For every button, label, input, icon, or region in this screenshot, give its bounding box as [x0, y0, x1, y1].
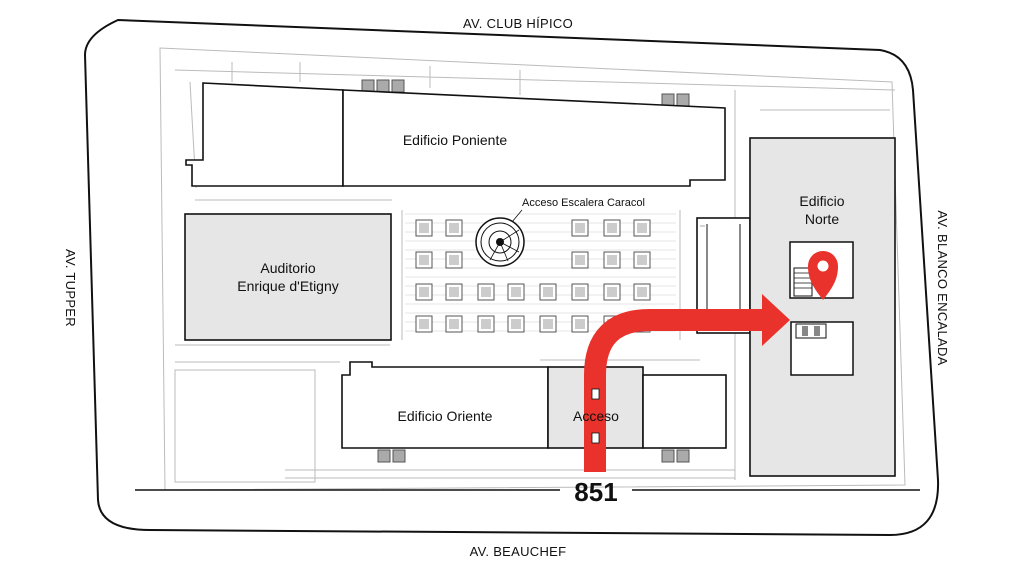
rooftop-units	[361, 79, 690, 463]
courtyard-tile-inner	[419, 287, 429, 297]
courtyard-tile-inner	[449, 223, 459, 233]
courtyard-tile-inner	[607, 287, 617, 297]
courtyard-tile-inner	[575, 255, 585, 265]
courtyard-tile-inner	[637, 255, 647, 265]
label-auditorio-line1: Auditorio	[260, 260, 315, 276]
spiral-staircase-icon	[475, 217, 525, 267]
label-acceso: Acceso	[573, 408, 619, 424]
street-west: AV. TUPPER	[63, 249, 78, 327]
route-arrow-icon	[584, 294, 790, 472]
courtyard-tile-inner	[449, 255, 459, 265]
label-edificio-norte-line2: Norte	[805, 211, 839, 227]
campus-perimeter	[159, 47, 906, 491]
label-edificio-poniente: Edificio Poniente	[403, 132, 508, 148]
courtyard-tile-inner	[481, 319, 491, 329]
label-edificio-norte-line1: Edificio	[799, 193, 844, 209]
courtyard-tile-inner	[575, 223, 585, 233]
courtyard-tile-inner	[511, 319, 521, 329]
courtyard-tile-inner	[543, 319, 553, 329]
location-pin-icon[interactable]	[808, 251, 838, 300]
courtyard-tile-inner	[449, 287, 459, 297]
street-north: AV. CLUB HÍPICO	[463, 16, 573, 31]
label-escalera-caracol: Acceso Escalera Caracol	[522, 197, 645, 209]
edificio-poniente[interactable]	[185, 82, 726, 187]
courtyard-tile-inner	[607, 223, 617, 233]
courtyard-tile-inner	[419, 319, 429, 329]
street-number: 851	[574, 477, 617, 507]
courtyard-tile-inner	[637, 223, 647, 233]
courtyard-tile-inner	[449, 319, 459, 329]
courtyard-tile-inner	[575, 319, 585, 329]
label-auditorio-line2: Enrique d'Etigny	[237, 278, 339, 294]
courtyard-tile-inner	[511, 287, 521, 297]
courtyard-tile-inner	[419, 223, 429, 233]
edificio-oriente-east[interactable]	[642, 374, 727, 449]
label-edificio-oriente: Edificio Oriente	[398, 408, 493, 424]
interior-lines	[174, 62, 896, 483]
street-east: AV. BLANCO ENCALADA	[935, 210, 950, 365]
courtyard-tile-inner	[637, 287, 647, 297]
street-south: AV. BEAUCHEF	[470, 544, 567, 559]
courtyard-tile-inner	[607, 255, 617, 265]
courtyard-tile-inner	[575, 287, 585, 297]
courtyard-tile-inner	[543, 287, 553, 297]
courtyard-tile-inner	[419, 255, 429, 265]
courtyard-tile-inner	[481, 287, 491, 297]
edificio-oriente[interactable]	[341, 361, 549, 449]
auditorio-building[interactable]	[184, 213, 392, 341]
street-number-marker: 851	[135, 477, 920, 507]
